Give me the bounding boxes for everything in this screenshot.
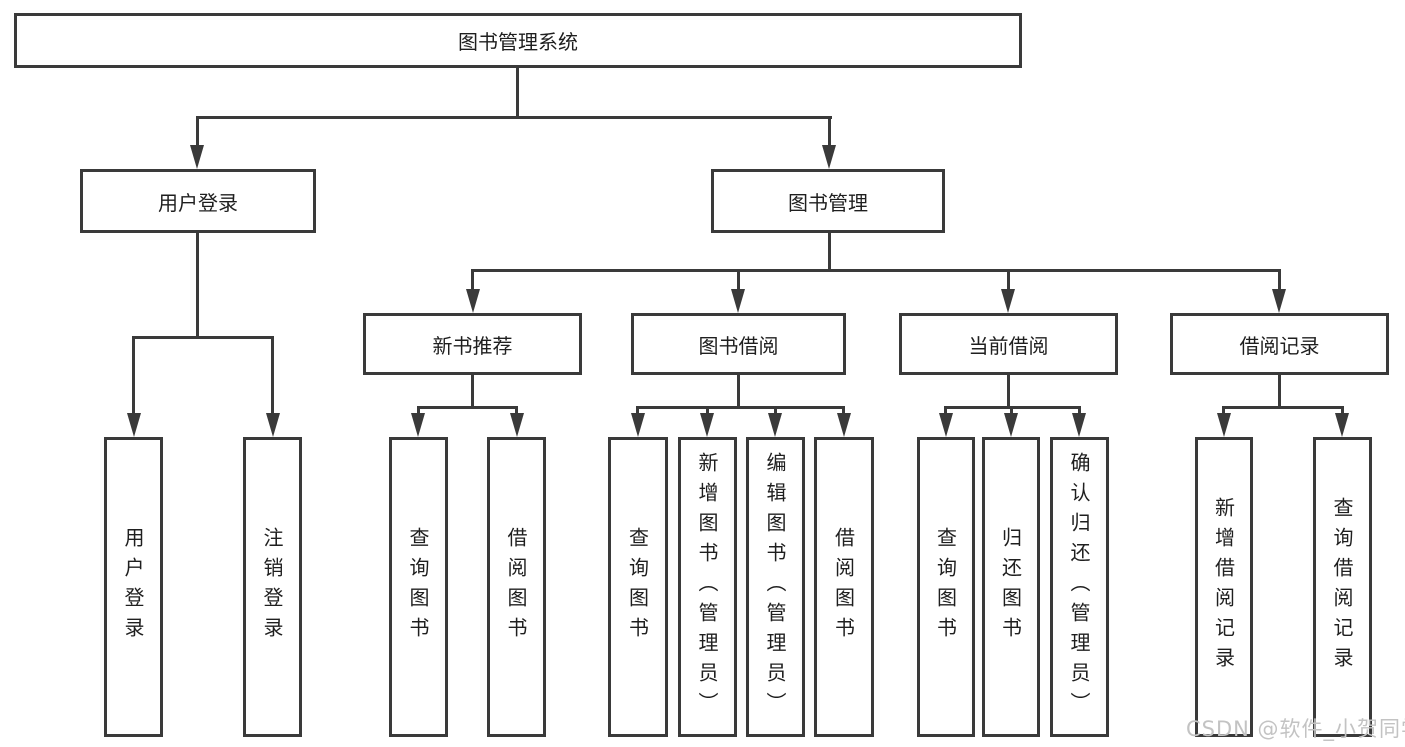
arrow-down-icon (411, 413, 425, 437)
arrow-down-icon (466, 289, 480, 313)
connector-line (706, 406, 709, 416)
node-leaf-borrow-books-recommend: 借阅图书 (487, 437, 546, 737)
node-leaf-confirm-return-admin: 确认归还（管理员） (1050, 437, 1109, 737)
node-leaf-add-borrow-record: 新增借阅记录 (1195, 437, 1253, 737)
connector-line (636, 406, 639, 416)
node-leaf-query-borrow-record: 查询借阅记录 (1313, 437, 1372, 737)
node-leaf-query-books-recommend: 查询图书 (389, 437, 448, 737)
arrow-down-icon (127, 413, 141, 437)
connector-line (828, 231, 831, 271)
node-borrowing-records: 借阅记录 (1170, 313, 1389, 375)
connector-line (196, 231, 199, 338)
watermark: CSDN @软件_小贺同学 (1186, 717, 1405, 741)
connector-line (1007, 373, 1010, 408)
arrow-down-icon (266, 413, 280, 437)
connector-line (774, 406, 777, 416)
arrow-down-icon (1217, 413, 1231, 437)
arrow-down-icon (1001, 289, 1015, 313)
node-book-borrowing: 图书借阅 (631, 313, 846, 375)
connector-line (1341, 406, 1344, 416)
connector-line (471, 373, 474, 408)
connector-line (737, 373, 740, 408)
node-new-book-recommendation: 新书推荐 (363, 313, 582, 375)
node-leaf-return-books: 归还图书 (982, 437, 1040, 737)
arrow-down-icon (510, 413, 524, 437)
arrow-down-icon (822, 145, 836, 169)
connector-line (1010, 406, 1013, 416)
connector-line (471, 269, 474, 292)
connector-line (196, 116, 199, 148)
node-book-management: 图书管理 (711, 169, 945, 233)
node-leaf-query-books-borrowing: 查询图书 (608, 437, 668, 737)
node-leaf-borrow-books-borrowing: 借阅图书 (814, 437, 874, 737)
connector-line (636, 406, 845, 409)
connector-line (1222, 406, 1344, 409)
node-leaf-user-login: 用户登录 (104, 437, 163, 737)
connector-line (516, 66, 519, 118)
connector-line (196, 116, 832, 119)
connector-line (1278, 269, 1281, 292)
connector-line (417, 406, 518, 409)
node-leaf-add-books-admin: 新增图书（管理员） (678, 437, 737, 737)
node-root: 图书管理系统 (14, 13, 1022, 68)
connector-line (1278, 373, 1281, 408)
connector-line (271, 336, 274, 416)
arrow-down-icon (939, 413, 953, 437)
connector-line (828, 116, 831, 148)
arrow-down-icon (731, 289, 745, 313)
connector-line (132, 336, 135, 416)
arrow-down-icon (1272, 289, 1286, 313)
arrow-down-icon (1072, 413, 1086, 437)
connector-line (132, 336, 274, 339)
connector-line (515, 406, 518, 416)
node-current-borrowing: 当前借阅 (899, 313, 1118, 375)
connector-line (944, 406, 947, 416)
node-leaf-edit-books-admin: 编辑图书（管理员） (746, 437, 805, 737)
connector-line (471, 269, 1281, 272)
arrow-down-icon (1004, 413, 1018, 437)
connector-line (737, 269, 740, 292)
node-leaf-logout: 注销登录 (243, 437, 302, 737)
connector-line (417, 406, 420, 416)
arrow-down-icon (768, 413, 782, 437)
arrow-down-icon (631, 413, 645, 437)
node-leaf-query-books-current: 查询图书 (917, 437, 975, 737)
connector-line (842, 406, 845, 416)
connector-line (1222, 406, 1225, 416)
arrow-down-icon (700, 413, 714, 437)
arrow-down-icon (190, 145, 204, 169)
connector-line (1078, 406, 1081, 416)
arrow-down-icon (837, 413, 851, 437)
node-user-login: 用户登录 (80, 169, 316, 233)
connector-line (1007, 269, 1010, 292)
arrow-down-icon (1335, 413, 1349, 437)
